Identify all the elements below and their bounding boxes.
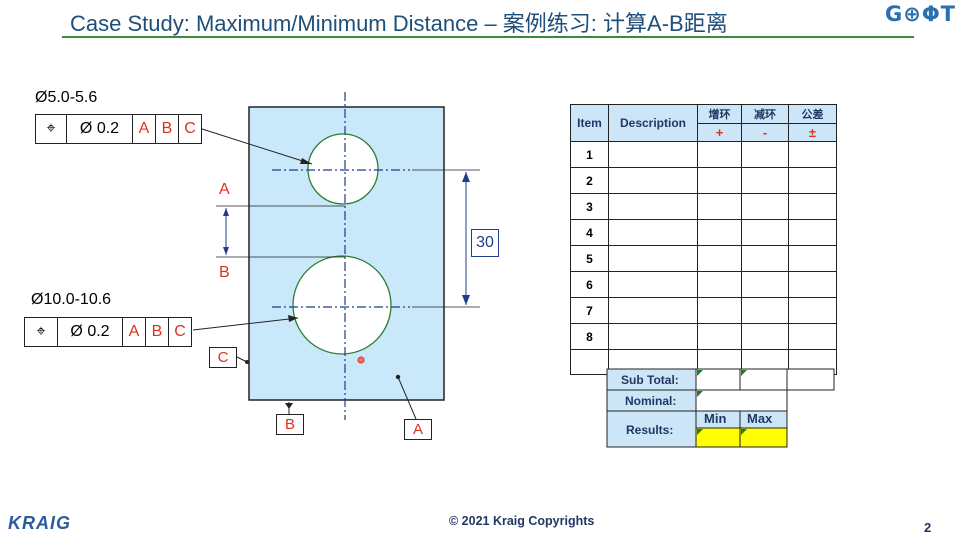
dim-30-box: 30 [471,229,499,257]
leader-bottom [192,317,299,331]
results-label-cell [606,410,697,448]
header-description: Description [608,104,698,142]
comment-marker [697,429,703,435]
row-number: 4 [570,219,609,246]
tolerance-cell[interactable] [788,323,837,350]
min-label: Min [704,411,727,426]
row-number: 8 [570,323,609,350]
header-item: Item [570,104,609,142]
increasing-cell[interactable] [697,245,742,272]
description-cell[interactable] [608,271,698,298]
slide-title: Case Study: Maximum/Minimum Distance – 案… [70,11,728,36]
subtotal-label: Sub Total: [621,373,679,387]
tolerance-stack-table: Item Description 增环 减环 公差 + - ± 1 2 3 4 … [570,104,837,375]
fcf-bottom-datum-b: B [146,318,169,346]
row-number: 6 [570,271,609,298]
datum-b-triangle [285,403,293,409]
fcf-top-datum-c: C [184,120,196,137]
header-increasing: 增环 [697,104,742,124]
row-number: 7 [570,297,609,324]
ab-arrow-bottom [223,247,229,255]
increasing-cell[interactable] [697,297,742,324]
fcf-bottom-datum-c: C [174,323,186,340]
subtotal-tol-cell[interactable] [786,368,835,391]
comment-marker [741,370,747,376]
sign-minus: - [741,122,789,142]
hole-bottom-size: Ø10.0-10.6 [31,291,112,308]
comment-marker [741,429,747,435]
dim-arrow-top [462,172,470,182]
label-b: B [219,264,230,281]
label-a: A [219,181,230,198]
table-row: 2 [570,167,837,194]
min-result-cell[interactable] [695,427,741,448]
cursor-dot [357,356,365,364]
decreasing-cell[interactable] [741,297,789,324]
comment-marker [697,370,703,376]
fcf-top-datum-b: B [156,115,179,143]
header-tolerance: 公差 [788,104,837,124]
subtotal-dec-cell[interactable] [739,368,788,391]
tolerance-cell[interactable] [788,245,837,272]
fcf-bottom-datum-a: A [123,318,146,346]
datum-c-dot [245,360,249,364]
subtotal-inc-cell[interactable] [695,368,741,391]
description-cell[interactable] [608,193,698,220]
fcf-top: ⌖ Ø 0.2 A B C [35,114,202,144]
fcf-bottom: ⌖ Ø 0.2 A B C [24,317,192,347]
nominal-label: Nominal: [625,394,677,408]
results-label: Results: [626,423,674,437]
hole-top-size: Ø5.0-5.6 [35,89,98,106]
datum-c-box: C [209,347,237,368]
dim-arrow-bottom [462,295,470,305]
tolerance-cell[interactable] [788,271,837,298]
leader-top-arrow [300,158,312,164]
table-row: 8 [570,323,837,350]
sign-plusminus: ± [788,122,837,142]
position-icon: ⌖ [36,115,67,143]
description-cell[interactable] [608,245,698,272]
max-result-cell[interactable] [739,427,788,448]
position-icon: ⌖ [25,318,58,346]
tolerance-cell[interactable] [788,297,837,324]
page-number: 2 [924,520,932,535]
hole-top [307,133,379,205]
kraig-logo: KRAIG [8,513,71,533]
table-row: 7 [570,297,837,324]
leader-top [198,127,313,165]
nominal-value-cell[interactable] [695,389,788,412]
leader-bottom-arrow [288,315,298,322]
sign-plus: + [697,122,742,142]
row-number: 2 [570,167,609,194]
logo-gdt: G⊕ΦT [885,2,957,26]
description-cell[interactable] [608,323,698,350]
datum-a-leader [397,376,417,420]
increasing-cell[interactable] [697,193,742,220]
fcf-bottom-tolerance: Ø 0.2 [58,318,123,346]
datum-a-box: A [404,419,432,440]
fcf-top-datum-a: A [133,115,156,143]
max-label: Max [747,411,773,426]
tolerance-cell[interactable] [788,141,837,168]
title-underline [62,36,914,38]
fcf-top-tolerance: Ø 0.2 [67,115,133,143]
decreasing-cell[interactable] [741,323,789,350]
table-row: 3 [570,193,837,220]
ab-arrow-top [223,208,229,216]
table-row: 5 [570,245,837,272]
decreasing-cell[interactable] [741,245,789,272]
datum-b-box: B [276,414,304,435]
hole-bottom [292,255,392,355]
comment-marker [697,391,703,397]
copyright-text: © 2021 Kraig Copyrights [449,514,595,528]
table-row: 1 [570,141,837,168]
